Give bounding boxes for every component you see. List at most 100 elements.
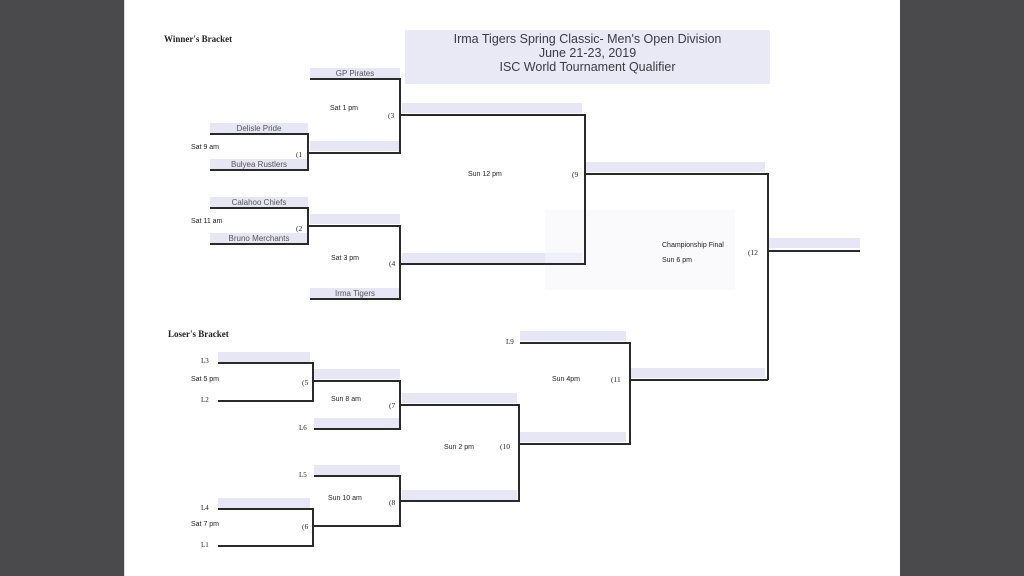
- slot-bruno-merchants: [210, 233, 308, 243]
- game-number-1: (1: [296, 150, 303, 159]
- time-game5: Sat 5 pm: [191, 376, 220, 383]
- line-game9-vertical: [584, 114, 586, 265]
- line-l4: [218, 508, 313, 510]
- championship-final-label: Championship Final: [662, 242, 724, 249]
- game-number-7: (7: [389, 401, 396, 410]
- slot-game9-winner: [585, 162, 765, 172]
- line-game10-out: [518, 443, 630, 445]
- slot-game8-winner: [402, 490, 517, 500]
- line-game6-out: [312, 525, 400, 527]
- slot-game2-winner: [310, 214, 400, 224]
- line-l5: [314, 475, 400, 477]
- line-game6-vertical: [312, 508, 314, 547]
- slot-l6: [314, 418, 400, 428]
- slot-label-l5: L5: [299, 471, 307, 479]
- line-game3-vertical: [399, 78, 401, 154]
- slot-label-l2: L2: [201, 396, 209, 404]
- time-game9: Sun 12 pm: [468, 171, 502, 178]
- title-line-3: ISC World Tournament Qualifier: [499, 60, 676, 74]
- game-number-3: (3: [388, 111, 395, 120]
- line-l1: [218, 545, 313, 547]
- line-l2: [218, 400, 313, 402]
- slot-l4: [218, 498, 310, 508]
- time-game6: Sat 7 pm: [191, 521, 220, 528]
- team-gp-pirates: GP Pirates: [335, 69, 375, 78]
- game-number-10: (10: [500, 442, 510, 451]
- line-game11-vertical: [629, 342, 631, 445]
- line-champion: [767, 250, 860, 252]
- slot-game5-winner: [314, 369, 400, 379]
- slot-game10-winner: [520, 432, 626, 442]
- game-number-11: (11: [611, 375, 621, 384]
- game-number-6: (6: [302, 522, 309, 531]
- slot-l9: [520, 331, 626, 341]
- slot-game7-winner: [402, 393, 517, 403]
- winners-bracket-label: Winner's Bracket: [164, 34, 233, 44]
- line-game5-vertical: [312, 362, 314, 402]
- line-game10-vertical: [518, 404, 520, 502]
- line-game2-out: [307, 225, 400, 227]
- time-game8: Sun 10 am: [328, 495, 362, 502]
- slot-label-l9: L9: [506, 338, 514, 346]
- team-delisle-pride: Delisle Pride: [236, 124, 282, 133]
- slot-calahoo-chiefs: [210, 197, 308, 207]
- slot-game1-winner: [310, 141, 400, 151]
- time-game7: Sun 8 am: [331, 396, 361, 403]
- slot-l5: [314, 465, 400, 475]
- line-calahoo: [210, 207, 308, 209]
- team-irma-tigers: Irma Tigers: [334, 289, 375, 298]
- line-l6: [314, 428, 400, 430]
- slot-game3-winner: [402, 103, 582, 113]
- line-game4-vertical: [399, 225, 401, 300]
- line-game5-out: [312, 380, 400, 382]
- game-number-2: (2: [296, 224, 303, 233]
- line-game3-out: [399, 114, 585, 116]
- line-bruno: [210, 243, 308, 245]
- bracket-document: [124, 0, 902, 576]
- slot-label-l6: L6: [299, 424, 307, 432]
- line-bulyea: [210, 169, 308, 171]
- slot-game11-winner: [630, 368, 765, 378]
- line-game7-out: [399, 404, 519, 406]
- line-game11-out: [629, 379, 768, 381]
- line-l3: [218, 362, 313, 364]
- time-game2: Sat 11 am: [191, 218, 223, 225]
- slot-bulyea-rustlers: [210, 159, 308, 169]
- line-l9: [520, 342, 630, 344]
- slot-label-l4: L4: [201, 504, 209, 512]
- team-bulyea-rustlers: Bulyea Rustlers: [230, 160, 288, 169]
- line-irma-tigers: [310, 298, 400, 300]
- game-number-9: (9: [572, 170, 579, 179]
- game-number-5: (5: [302, 378, 309, 387]
- slot-gp-pirates: [310, 68, 400, 78]
- game-number-8: (8: [389, 498, 396, 507]
- line-game12-vertical: [767, 173, 769, 380]
- viewer-margin: [900, 0, 1024, 576]
- line-game9-out: [584, 173, 768, 175]
- slot-label-l3: L3: [201, 357, 209, 365]
- line-game8-out: [399, 500, 519, 502]
- line-game1-out: [307, 152, 400, 154]
- title-line-1: Irma Tigers Spring Classic- Men's Open D…: [453, 32, 722, 46]
- game-number-4: (4: [389, 259, 396, 268]
- losers-bracket-label: Loser's Bracket: [168, 329, 229, 339]
- time-final: Sun 6 pm: [662, 257, 692, 264]
- team-bruno-merchants: Bruno Merchants: [228, 234, 290, 243]
- title-box: [405, 30, 770, 84]
- faint-watermark: [545, 210, 735, 290]
- time-game10: Sun 2 pm: [444, 444, 474, 451]
- line-game4-out: [399, 263, 585, 265]
- slot-label-l1: L1: [201, 541, 209, 549]
- time-game1: Sat 9 am: [191, 144, 220, 151]
- time-game11: Sun 4pm: [552, 376, 581, 383]
- title-line-2: June 21-23, 2019: [538, 46, 637, 60]
- line-gp-pirates: [310, 78, 400, 80]
- slot-irma-tigers: [310, 288, 400, 298]
- line-delisle: [210, 133, 308, 135]
- team-calahoo-chiefs: Calahoo Chiefs: [231, 198, 287, 207]
- game-number-12: (12: [748, 248, 758, 257]
- slot-delisle-pride: [210, 123, 308, 133]
- slot-game4-winner: [402, 253, 582, 263]
- time-game3: Sat 1 pm: [330, 105, 359, 112]
- slot-l3: [218, 352, 310, 362]
